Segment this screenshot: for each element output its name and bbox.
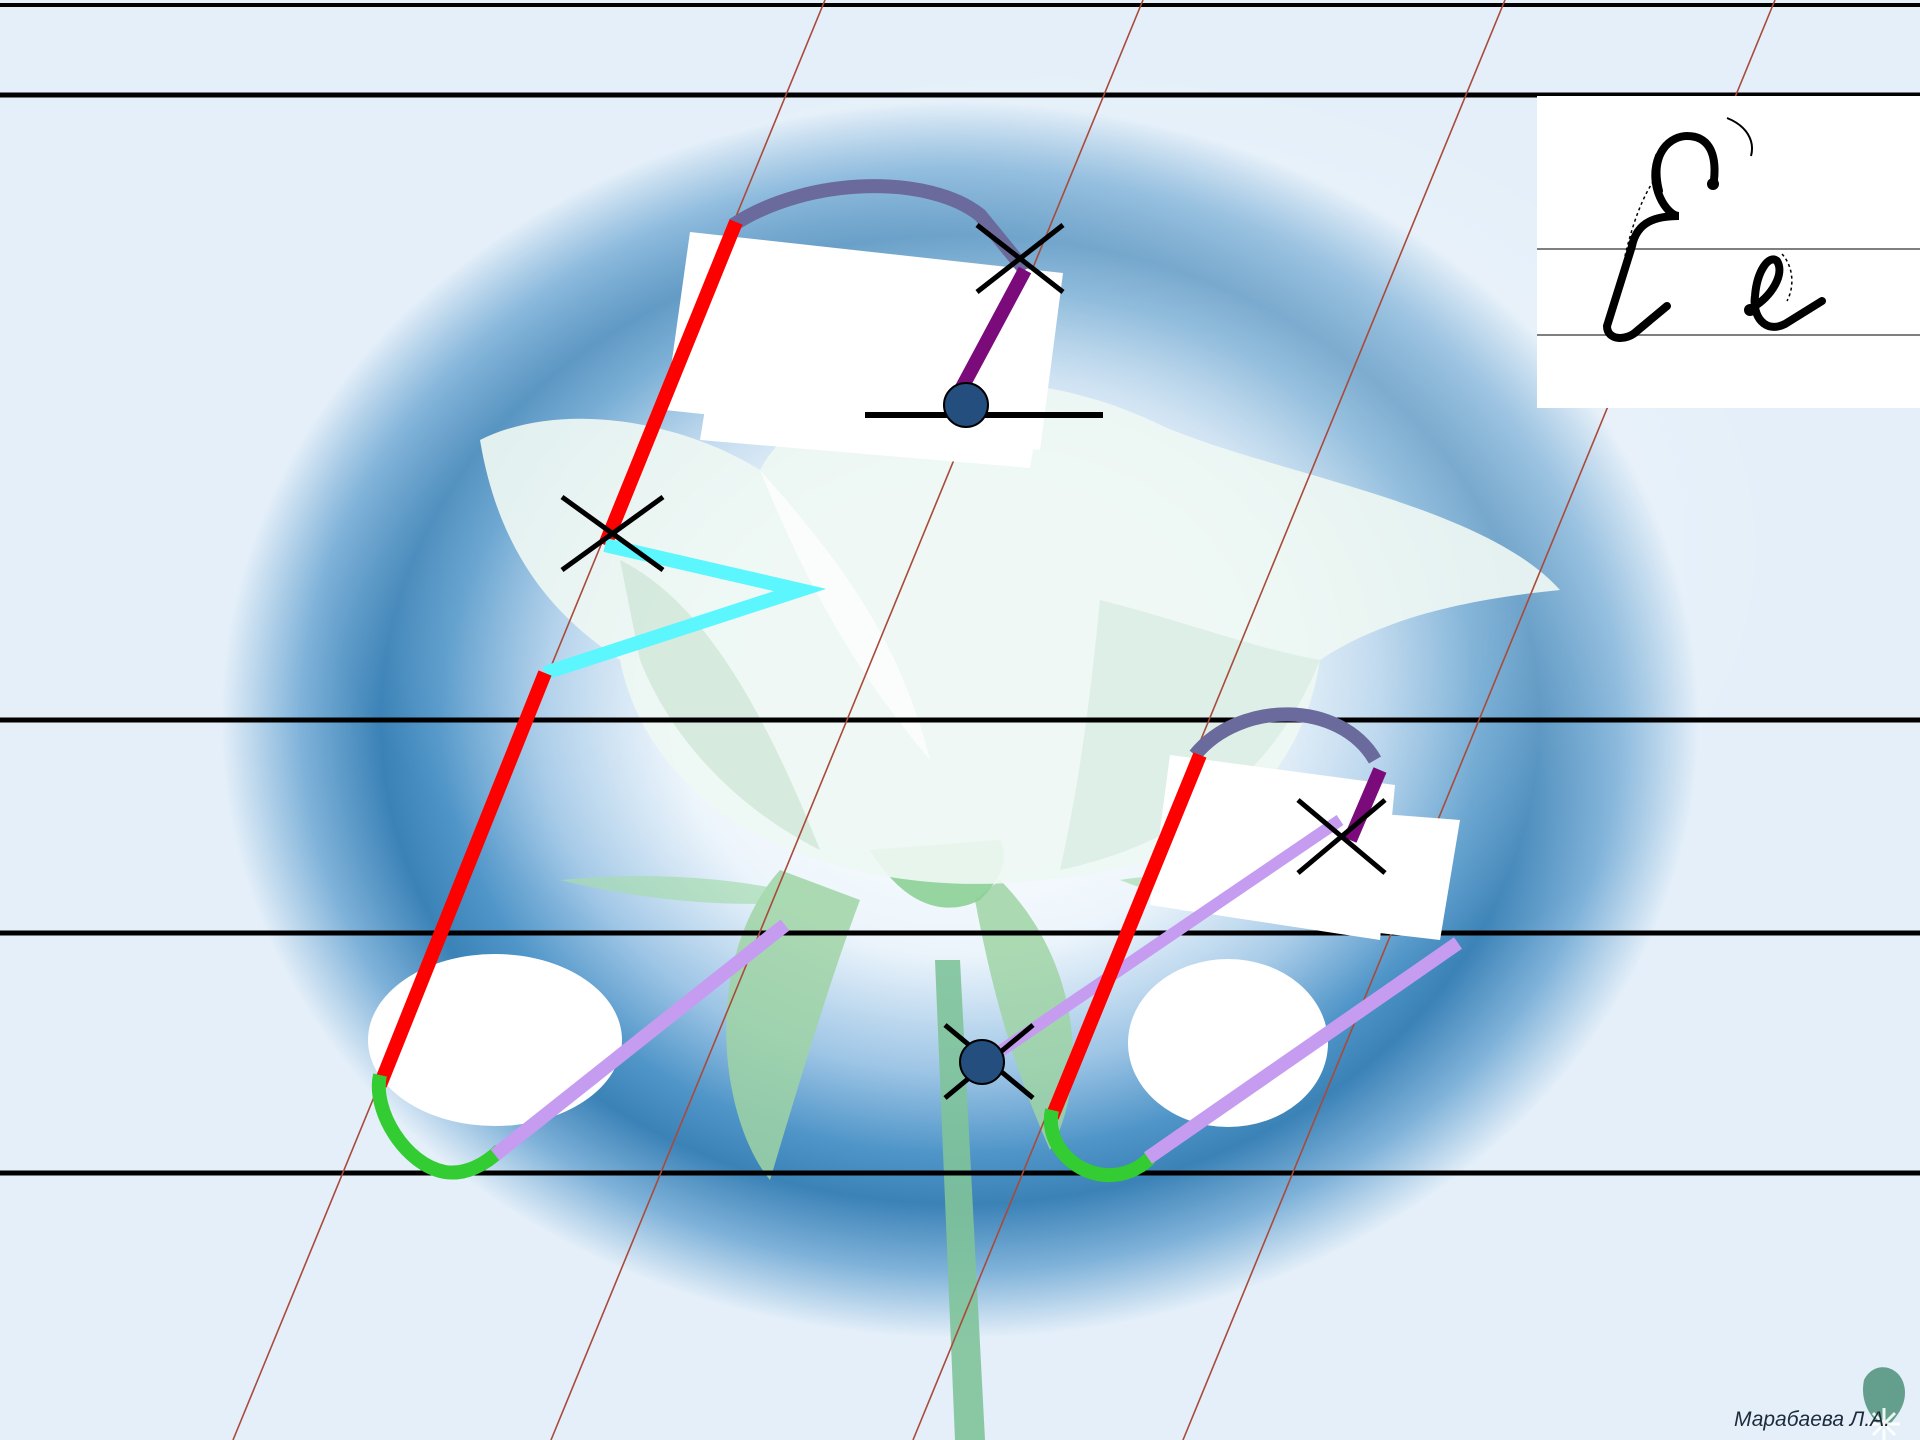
dot-icon: [960, 1040, 1004, 1084]
sample-letter-card: [1537, 96, 1920, 408]
dot-icon: [944, 383, 988, 427]
sample-lowercase-letter: [1752, 259, 1822, 326]
dot-icon: [1744, 304, 1756, 316]
author-credit: Марабаева Л.А.: [1734, 1408, 1890, 1432]
arrow-icon: [1782, 254, 1792, 301]
mask-oval-left: [368, 954, 622, 1126]
mask-upper-middle: [700, 255, 1060, 468]
arrow-icon: [1727, 118, 1752, 156]
stroke-bottom-loop-right: [1051, 1110, 1150, 1175]
dot-icon: [1707, 178, 1719, 190]
rose-leaf-left: [726, 870, 860, 1180]
sample-letter-drawing: [1537, 96, 1920, 408]
sample-capital-letter: [1607, 136, 1715, 338]
